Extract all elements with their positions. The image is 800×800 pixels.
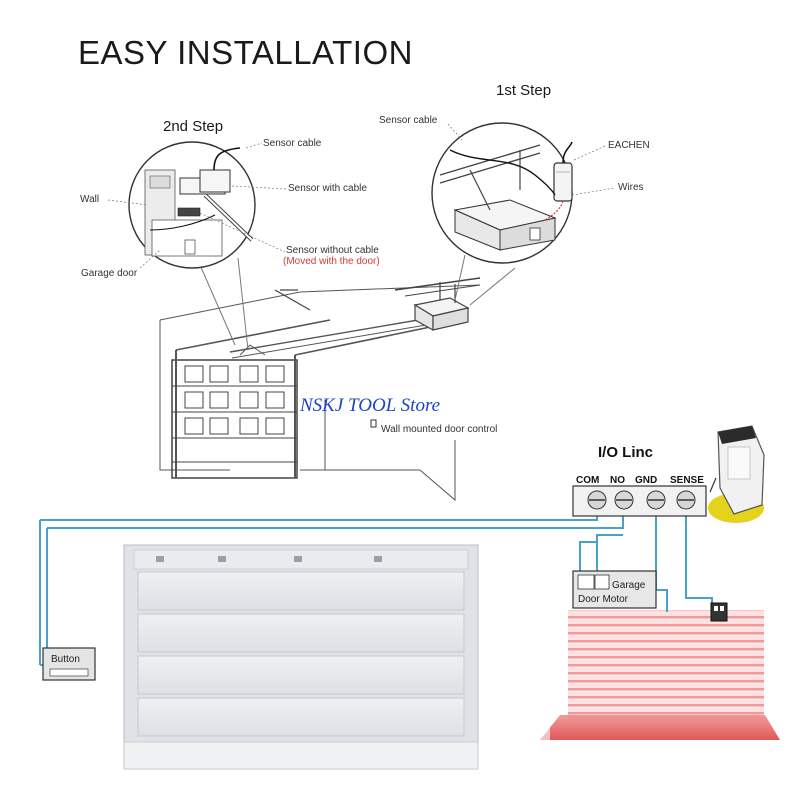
button-device [42,647,96,681]
step2-garage-door-label: Garage door [81,268,138,279]
step2-zoom-circle [107,141,287,351]
wall-control-label: Wall mounted door control [381,424,498,435]
step2-moved-with-door-note: (Moved with the door) [283,256,380,267]
red-rollup-door [540,590,780,740]
motor-label-line2: Door Motor [578,594,629,605]
step2-heading: 2nd Step [163,118,224,135]
motor-label-line1: Garage [612,580,646,591]
button-label: Button [51,654,80,665]
io-linc-title: I/O Linc [598,444,654,461]
step1-zoom-circle [431,122,616,306]
step2-wall-label: Wall [80,194,100,205]
page-title: EASY INSTALLATION [78,34,413,71]
garage-door-motor-box [572,570,657,609]
step1-heading: 1st Step [496,82,552,99]
wiring [39,512,713,666]
step2-sensor-cable-label: Sensor cable [263,138,322,149]
terminal-no-label: NO [610,475,625,486]
io-linc-terminal-block [572,485,707,517]
garage-door-panels [172,365,297,463]
garage-line-drawing [159,284,481,502]
step1-brand-label: EACHEN [608,140,650,151]
step2-sensor-without-cable-label: Sensor without cable [286,245,379,256]
wall-control-box [370,419,377,428]
metal-garage-door [123,544,479,770]
step1-wires-label: Wires [618,182,644,193]
door-sensor-block [710,602,728,622]
terminal-sense-label: SENSE [670,475,704,486]
io-linc-module [708,425,765,523]
terminal-gnd-label: GND [635,475,658,486]
store-watermark: NSKJ TOOL Store [300,395,441,416]
step2-sensor-with-cable-label: Sensor with cable [288,183,367,194]
step1-sensor-cable-label: Sensor cable [379,115,438,126]
terminal-com-label: COM [576,475,600,486]
